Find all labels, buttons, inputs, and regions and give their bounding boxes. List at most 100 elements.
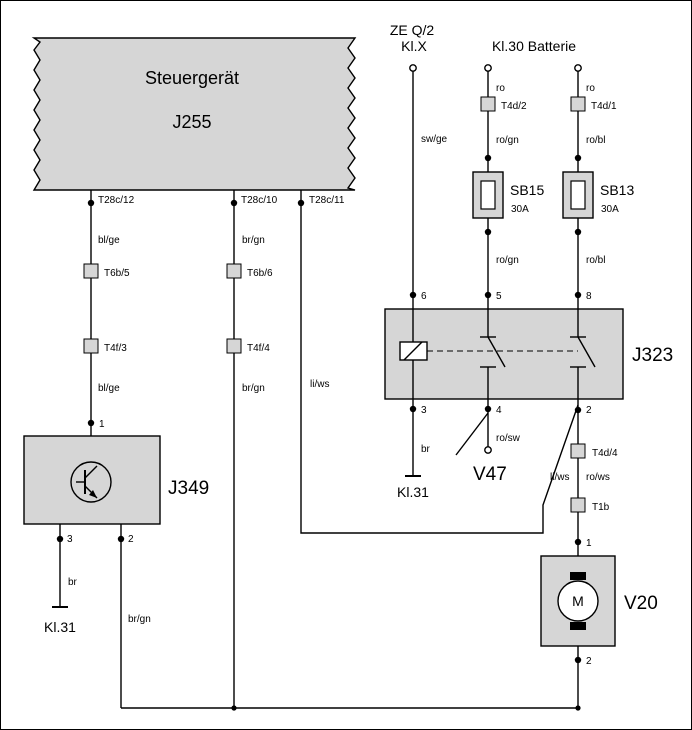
terminal-circle — [574, 64, 582, 72]
wire-label-liws-2: li/ws — [550, 472, 569, 483]
terminal-kl30: Kl.30 Batterie — [492, 38, 576, 54]
motor-brush-icon — [570, 622, 586, 630]
wire-label-brgn-3: br/gn — [128, 614, 151, 625]
wire-label-rows: ro/ws — [586, 472, 610, 483]
connector-t4d4 — [570, 443, 586, 459]
ecu-name: Steuergerät — [145, 68, 239, 88]
pin-j323-8: 8 — [586, 291, 592, 302]
relay-contact-icon — [480, 309, 506, 399]
wire-label-liws-1: li/ws — [310, 379, 329, 390]
connector-t4f3 — [83, 338, 99, 354]
terminal-circle — [484, 446, 492, 454]
connector-t4d2 — [480, 96, 496, 112]
pin-t6b5: T6b/5 — [104, 268, 130, 279]
j349-code: J349 — [168, 478, 209, 499]
pin-j349-2: 2 — [128, 534, 134, 545]
j323-code: J323 — [632, 345, 673, 366]
connector-t6b5 — [83, 263, 99, 279]
connector-t4f4 — [226, 338, 242, 354]
pin-t6b6: T6b/6 — [247, 268, 273, 279]
fuse-sb15-code: SB15 — [510, 182, 544, 198]
pin-dot — [409, 291, 417, 299]
v20-code: V20 — [624, 593, 658, 614]
connector-t4d1 — [570, 96, 586, 112]
motor-brush-icon — [570, 572, 586, 580]
wire-label-robl-1: ro/bl — [586, 135, 605, 146]
wire-label-swge: sw/ge — [421, 134, 448, 145]
relay-coil-icon — [399, 309, 578, 399]
ecu-j255-box — [31, 37, 357, 191]
pin-v20-2: 2 — [586, 656, 592, 667]
pin-dot — [87, 199, 95, 207]
motor-symbol: M — [572, 593, 584, 609]
pin-t4d1: T4d/1 — [591, 101, 617, 112]
relay-contact-icon — [570, 309, 596, 399]
pin-dot — [87, 419, 95, 427]
wire-label-rogn-1: ro/gn — [496, 135, 519, 146]
pin-t28c12: T28c/12 — [98, 195, 135, 206]
pin-t28c10: T28c/10 — [241, 195, 278, 206]
wire-v47-branch — [455, 412, 489, 456]
pin-j323-6: 6 — [421, 291, 427, 302]
pin-dot — [117, 535, 125, 543]
ecu-code: J255 — [172, 112, 211, 132]
pin-dot — [409, 405, 417, 413]
pin-j323-5: 5 — [496, 291, 502, 302]
pin-dot — [56, 535, 64, 543]
pin-dot — [484, 154, 492, 162]
pin-dot — [574, 291, 582, 299]
wire-label-rogn-2: ro/gn — [496, 255, 519, 266]
fuse-sb15-rating: 30A — [511, 204, 529, 215]
wire-label-brgn-1: br/gn — [242, 235, 265, 246]
pin-dot — [484, 291, 492, 299]
pin-j323-4: 4 — [496, 405, 502, 416]
connector-t6b6 — [226, 263, 242, 279]
fuse-element-icon — [480, 180, 496, 210]
pin-v20-1: 1 — [586, 538, 592, 549]
connector-t1b — [570, 497, 586, 513]
fuse-element-icon — [570, 180, 586, 210]
wire-t28c11 — [300, 190, 579, 534]
wire-label-blge-2: bl/ge — [98, 383, 120, 394]
terminal-kl31-a: Kl.31 — [44, 619, 76, 635]
pin-dot — [484, 405, 492, 413]
pin-dot — [574, 656, 582, 664]
transistor-icon — [70, 461, 112, 503]
pin-dot — [574, 406, 582, 414]
fuse-sb13-code: SB13 — [600, 182, 634, 198]
pin-dot — [484, 228, 492, 236]
wire-label-blge-1: bl/ge — [98, 235, 120, 246]
terminal-ze: ZE Q/2 — [390, 22, 435, 38]
wire-label-brgn-2: br/gn — [242, 383, 265, 394]
terminal-circle — [409, 64, 417, 72]
pin-t4d2: T4d/2 — [501, 101, 527, 112]
wire-label-ro-2: ro — [586, 83, 595, 94]
pin-j349-3: 3 — [67, 534, 73, 545]
terminal-klx: Kl.X — [401, 38, 427, 54]
pin-j323-3: 3 — [421, 405, 427, 416]
pin-t28c11: T28c/11 — [309, 195, 345, 206]
wire-label-br-1: br — [68, 577, 78, 588]
pin-dot — [574, 538, 582, 546]
pin-dot — [297, 199, 305, 207]
wire-label-br-2: br — [421, 444, 431, 455]
v47-code: V47 — [473, 464, 507, 485]
pin-t4d4: T4d/4 — [592, 448, 618, 459]
fuse-sb13-rating: 30A — [601, 204, 619, 215]
wire-label-robl-2: ro/bl — [586, 255, 605, 266]
pin-j323-2: 2 — [586, 405, 592, 416]
pin-j349-1: 1 — [99, 419, 105, 430]
terminal-circle — [484, 64, 492, 72]
terminal-kl31-b: Kl.31 — [397, 484, 429, 500]
pin-t4f4: T4f/4 — [247, 343, 270, 354]
pin-dot — [230, 199, 238, 207]
pin-dot — [574, 228, 582, 236]
motor-icon — [557, 580, 599, 622]
pin-t1b: T1b — [592, 502, 610, 513]
pin-dot — [574, 154, 582, 162]
j349-box — [23, 435, 161, 525]
pin-t4f3: T4f/3 — [104, 343, 127, 354]
junction-dot — [231, 705, 237, 711]
wire-label-ro-1: ro — [496, 83, 505, 94]
